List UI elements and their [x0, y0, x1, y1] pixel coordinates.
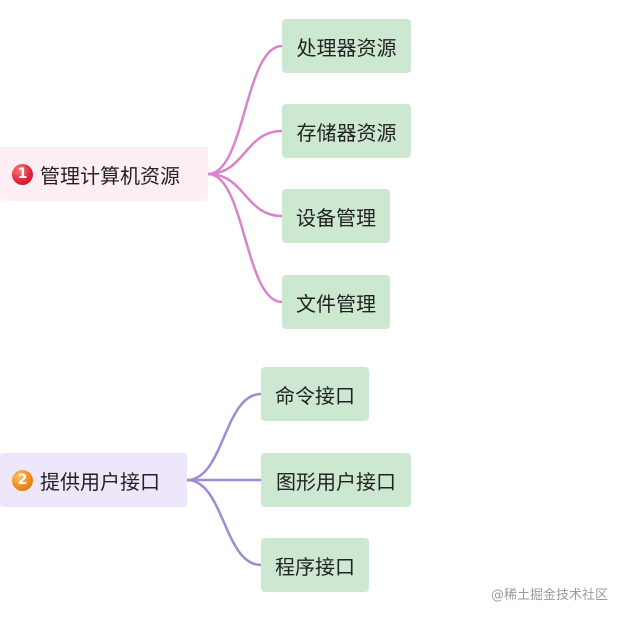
child-node-processor-label: 处理器资源 — [296, 35, 397, 60]
child-node-command-interface[interactable]: 命令接口 — [261, 367, 369, 421]
connector-root-1-child-1 — [206, 44, 284, 176]
connector-root-1-child-2 — [206, 129, 284, 176]
child-node-memory[interactable]: 存储器资源 — [282, 104, 411, 158]
child-node-gui-label: 图形用户接口 — [276, 469, 396, 494]
watermark: @稀土掘金技术社区 — [491, 588, 609, 603]
connector-root-2-child-3 — [185, 478, 263, 567]
connector-root-1-child-4 — [206, 172, 284, 304]
child-node-gui[interactable]: 图形用户接口 — [261, 453, 411, 507]
child-node-command-interface-label: 命令接口 — [275, 383, 355, 408]
child-node-device[interactable]: 设备管理 — [282, 189, 390, 243]
root-node-2-label: 提供用户接口 — [40, 469, 160, 494]
number-1-icon: 1 — [12, 163, 33, 185]
child-node-device-label: 设备管理 — [296, 205, 376, 230]
child-node-file[interactable]: 文件管理 — [282, 275, 390, 329]
root-node-2[interactable]: 2 提供用户接口 — [0, 453, 187, 507]
connector-root-2-child-1 — [185, 392, 263, 482]
child-node-file-label: 文件管理 — [296, 291, 376, 316]
root-node-1-label: 管理计算机资源 — [40, 163, 180, 188]
child-node-program-interface[interactable]: 程序接口 — [261, 538, 369, 592]
child-node-processor[interactable]: 处理器资源 — [282, 19, 411, 73]
child-node-memory-label: 存储器资源 — [296, 120, 397, 145]
child-node-program-interface-label: 程序接口 — [275, 554, 355, 579]
number-2-icon: 2 — [12, 469, 33, 491]
root-node-1[interactable]: 1 管理计算机资源 — [0, 147, 208, 201]
connector-root-1-child-3 — [206, 172, 284, 218]
